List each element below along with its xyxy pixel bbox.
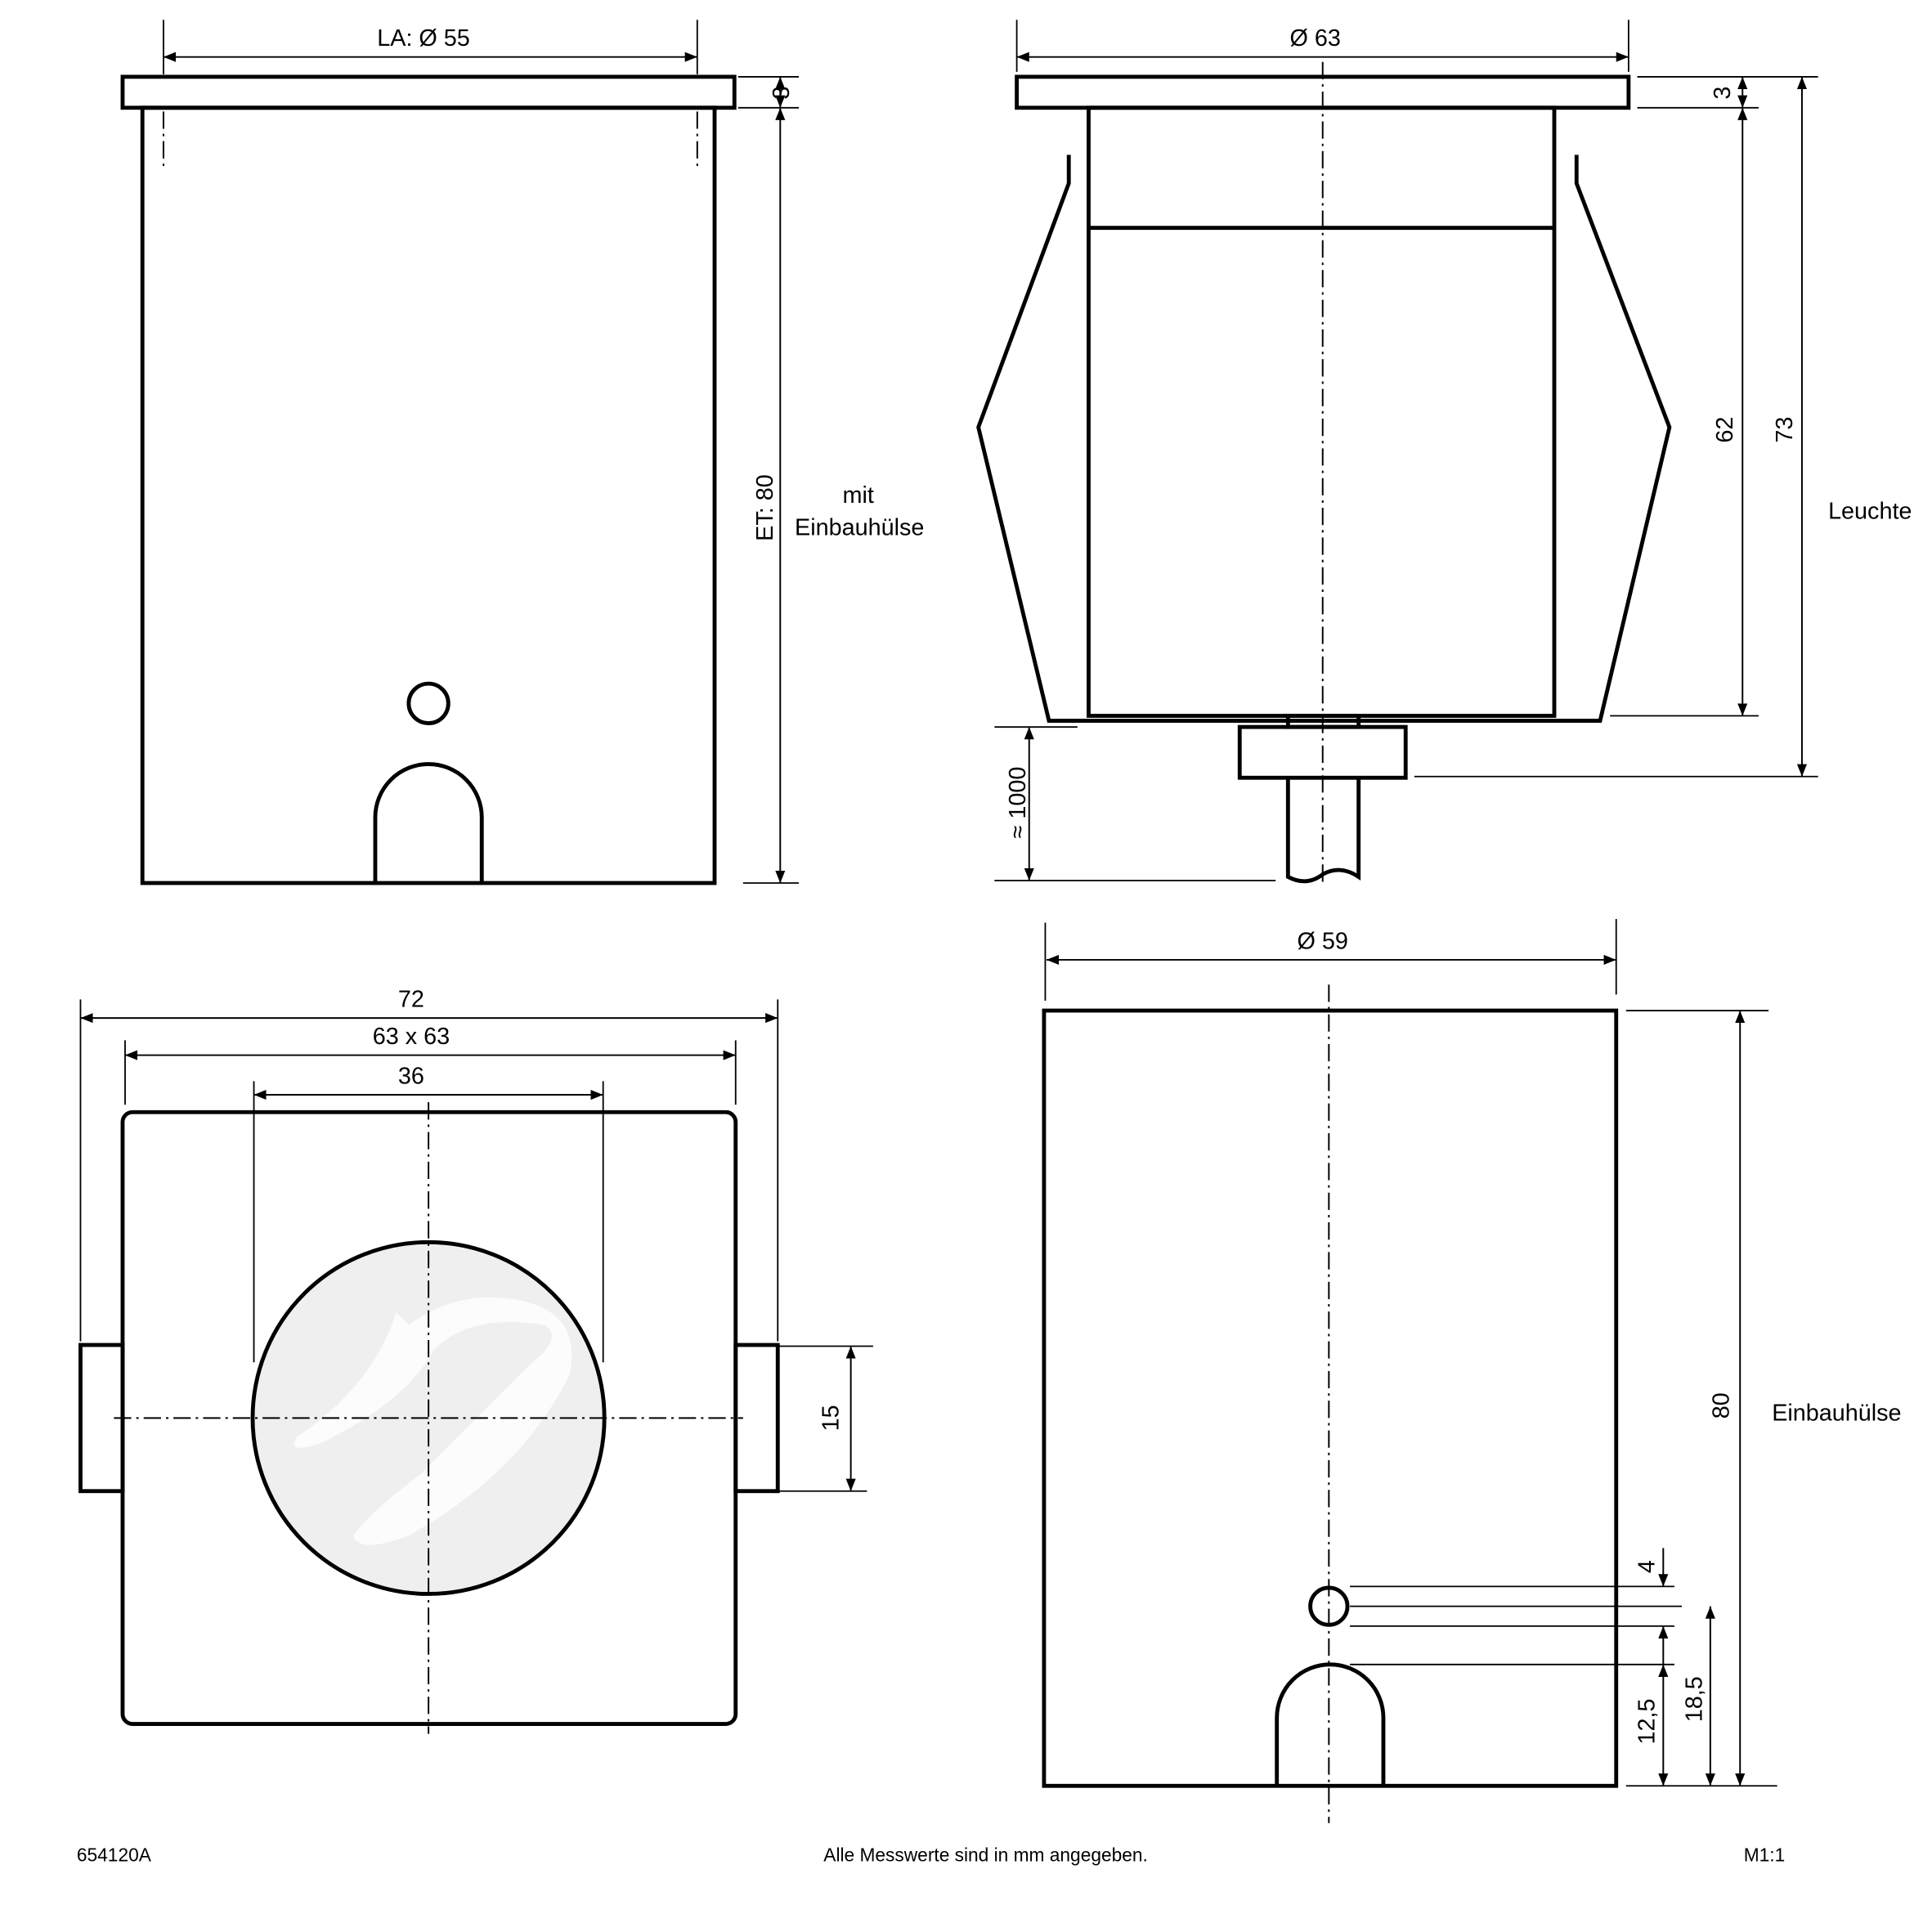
article-number: 654120A xyxy=(77,1845,152,1866)
scale: M1:1 xyxy=(1744,1845,1786,1866)
dim-diameter-63: Ø 63 xyxy=(1289,25,1340,52)
dim-notch-12-5: 12,5 xyxy=(1634,1698,1661,1744)
label-leuchte: Leuchte xyxy=(1828,499,1912,525)
label-einbauhuelse: Einbauhülse xyxy=(1772,1400,1901,1426)
footer: 654120A Alle Messwerte sind in mm angege… xyxy=(77,1845,1785,1866)
dim-et-depth: ET: 80 xyxy=(752,474,778,541)
dim-la-diameter: LA: Ø 55 xyxy=(377,25,470,52)
dim-63x63: 63 x 63 xyxy=(373,1024,450,1050)
dim-body-62: 62 xyxy=(1712,417,1738,443)
sleeve-front-view: Ø 59 80 Einbauhülse 4 12,5 18,5 xyxy=(1042,918,1902,1823)
sleeve-side-view: LA: Ø 55 3 ET: 80 mit Einbauhülse xyxy=(120,20,924,885)
cable-notch xyxy=(1275,1662,1386,1786)
spring-clips xyxy=(976,155,1672,724)
dim-15: 15 xyxy=(818,1405,844,1431)
dim-36: 36 xyxy=(398,1063,424,1089)
dim-72: 72 xyxy=(398,986,424,1012)
dim-cable-length: ≈ 1000 xyxy=(1005,767,1031,839)
top-view: 72 63 x 63 36 15 xyxy=(78,986,873,1734)
measurement-note: Alle Messwerte sind in mm angegeben. xyxy=(823,1845,1148,1866)
dim-hole-4: 4 xyxy=(1634,1560,1661,1573)
dim-total-73: 73 xyxy=(1772,417,1798,443)
label-mit: mit xyxy=(843,482,874,509)
dim-hole-center-18-5: 18,5 xyxy=(1681,1676,1707,1722)
logo-watermark xyxy=(294,1297,572,1545)
luminaire-side-view: Ø 63 3 62 73 Leuchte ≈ 1000 xyxy=(976,20,1912,884)
mounting-hole xyxy=(406,681,451,726)
dim-flange: 3 xyxy=(1710,87,1736,100)
label-einbauhuelse: Einbauhülse xyxy=(795,514,924,540)
dim-diameter-59: Ø 59 xyxy=(1298,928,1348,954)
dim-flange: 3 xyxy=(769,87,795,100)
dim-height-80: 80 xyxy=(1709,1392,1735,1419)
cable-notch xyxy=(373,762,484,884)
